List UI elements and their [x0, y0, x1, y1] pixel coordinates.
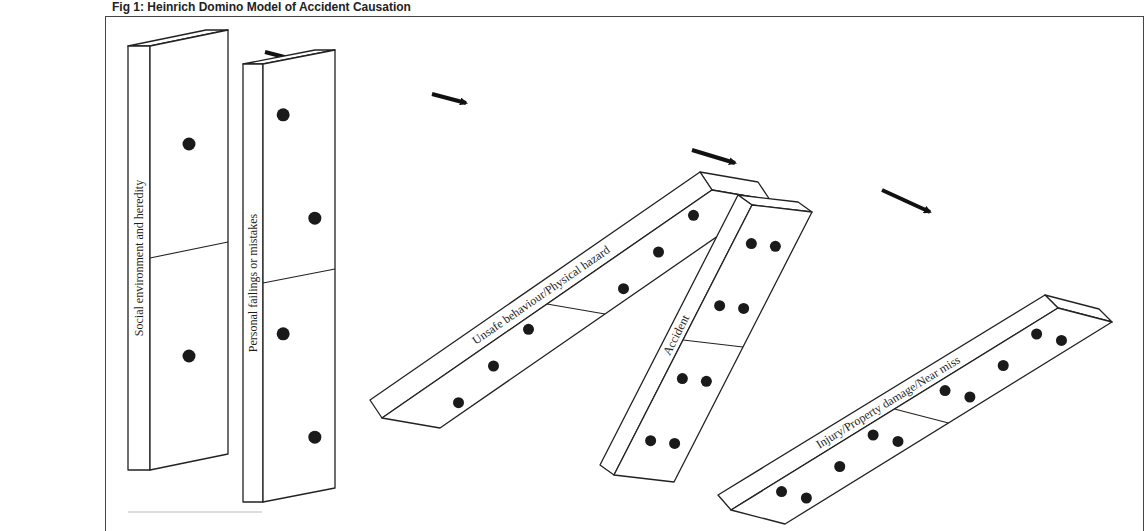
- domino: Social environment and heredity: [126, 28, 230, 472]
- domino: Personal failings or mistakes: [241, 48, 337, 504]
- domino-pip: [653, 247, 664, 258]
- domino-pip-face: [731, 308, 1112, 524]
- domino-pip: [308, 431, 321, 444]
- domino-shape: [598, 193, 814, 484]
- domino-label: Social environment and heredity: [132, 180, 146, 336]
- domino-pip: [746, 238, 757, 249]
- domino-divider: [150, 242, 228, 258]
- domino-edge-face: [718, 295, 1058, 510]
- domino-pip: [834, 461, 845, 472]
- figure-frame: [106, 17, 1144, 531]
- domino-pip: [669, 438, 680, 449]
- domino-pip: [1031, 329, 1042, 340]
- domino-pip: [645, 435, 656, 446]
- domino-pip: [308, 212, 321, 225]
- domino: Injury/Property damage/Near miss: [716, 293, 1114, 526]
- domino-pip-face: [614, 205, 812, 482]
- domino-pip: [277, 327, 290, 340]
- domino-pip: [801, 493, 812, 504]
- sequence-arrow: [692, 150, 735, 163]
- domino: Accident: [598, 193, 814, 484]
- domino-edge-face: [243, 64, 263, 502]
- domino-divider: [547, 304, 605, 314]
- domino-pip: [964, 392, 975, 403]
- domino-pip: [998, 360, 1009, 371]
- domino-pip: [776, 486, 787, 497]
- domino-pip-face: [263, 50, 335, 502]
- domino-pip: [1056, 335, 1067, 346]
- domino-pip: [868, 430, 879, 441]
- domino-pip: [523, 324, 534, 335]
- domino-pip-face: [150, 30, 228, 470]
- domino-divider: [263, 269, 335, 283]
- domino-pip: [714, 300, 725, 311]
- domino-pip: [770, 241, 781, 252]
- domino-divider: [683, 340, 743, 347]
- scan-mark: [128, 512, 262, 513]
- domino-shape: [716, 293, 1114, 526]
- domino-divider: [895, 409, 949, 423]
- figure-title: Fig 1: Heinrich Domino Model of Accident…: [112, 0, 411, 14]
- domino-pip: [183, 138, 196, 151]
- domino-pip: [618, 283, 629, 294]
- domino-pip: [183, 350, 196, 363]
- domino-pip: [701, 376, 712, 387]
- domino-pip: [677, 373, 688, 384]
- domino-pip: [738, 303, 749, 314]
- domino-pip: [453, 397, 464, 408]
- domino-edge-face: [128, 46, 150, 470]
- sequence-arrow: [432, 94, 466, 103]
- domino-pip: [688, 210, 699, 221]
- domino-pip: [488, 361, 499, 372]
- domino-pip: [277, 108, 290, 121]
- sequence-arrow: [882, 190, 930, 212]
- domino-pip: [940, 385, 951, 396]
- domino-pip: [892, 436, 903, 447]
- domino-label: Personal failings or mistakes: [246, 214, 260, 352]
